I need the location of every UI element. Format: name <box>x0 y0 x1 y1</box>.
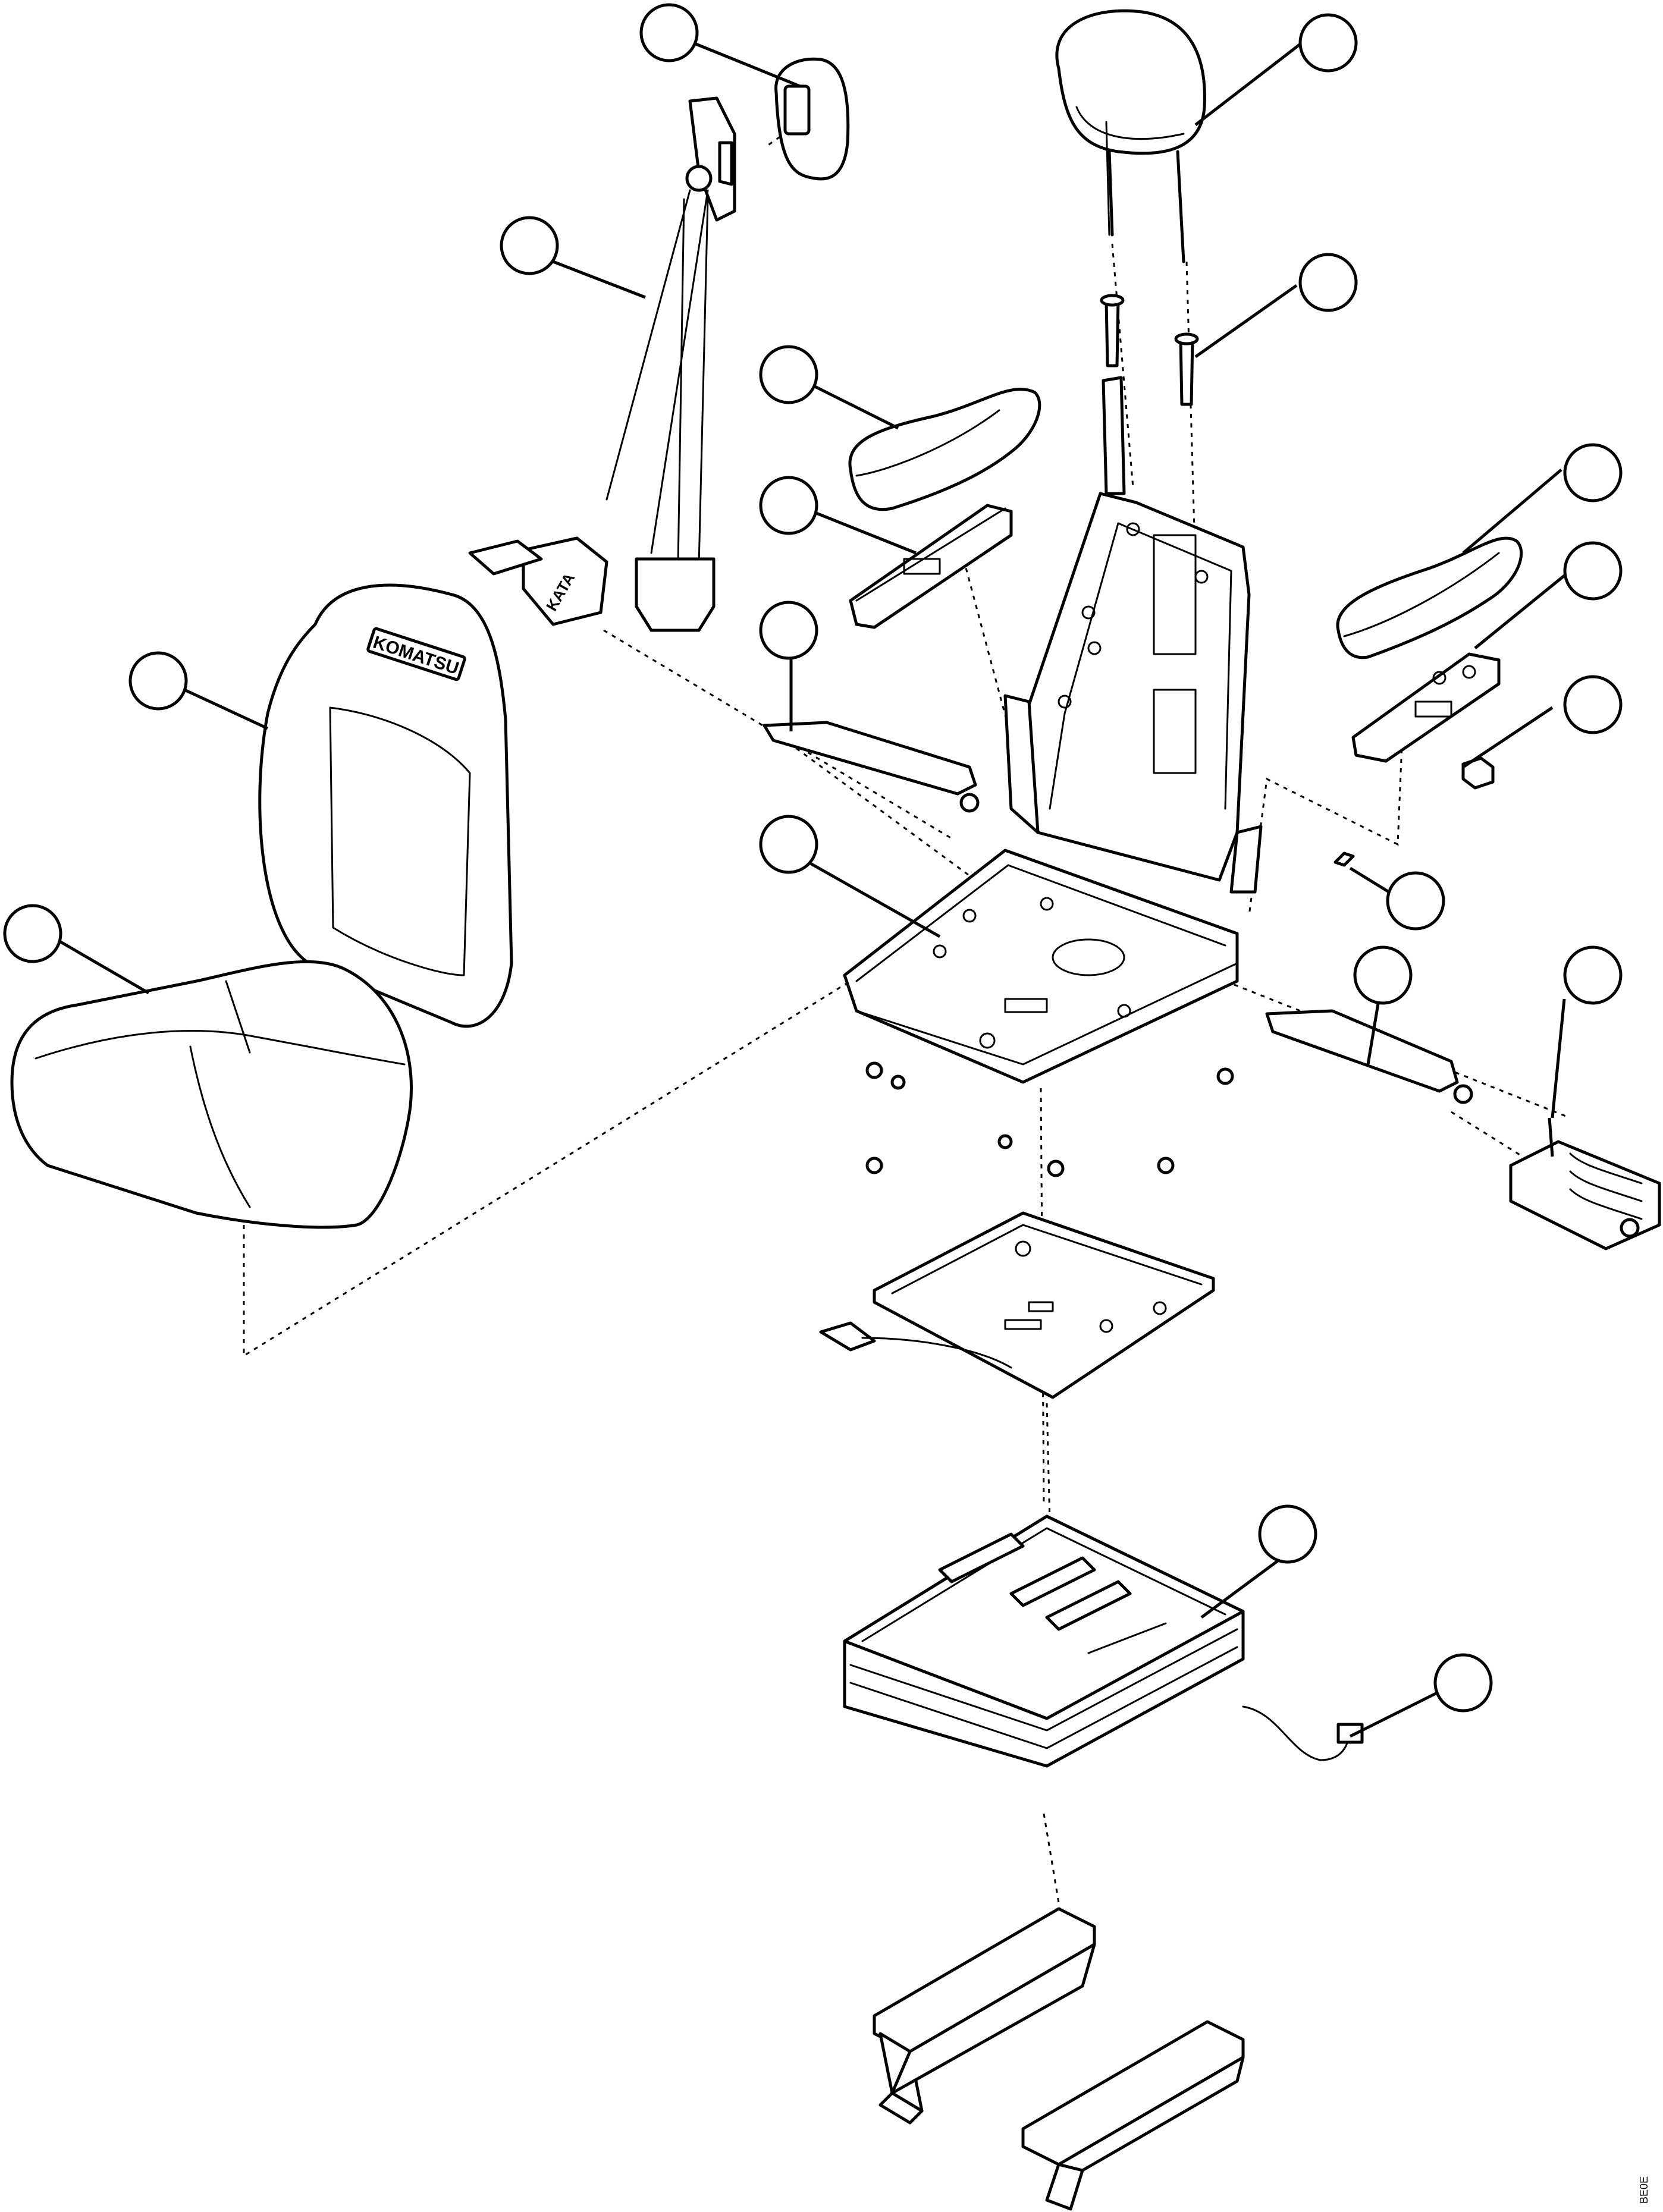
callout-circle <box>1563 945 1623 1005</box>
backrest-frame <box>1003 376 1263 894</box>
armrest-base-left <box>849 504 1013 629</box>
callout-circle <box>3 904 62 963</box>
callout-circle <box>639 3 699 62</box>
callout-circle <box>1433 1653 1493 1713</box>
seat-pan-frame <box>843 849 1239 1084</box>
mounting-bracket-left <box>873 1907 1096 2125</box>
headrest-guide-sleeves <box>1100 294 1199 406</box>
callout-circle <box>759 815 818 874</box>
callout-circle <box>1298 13 1358 73</box>
switch <box>1461 756 1495 790</box>
callout-circle <box>759 345 818 404</box>
callout-circle <box>759 476 818 535</box>
spring-unit <box>1509 1117 1661 1250</box>
small-clip <box>1333 852 1355 867</box>
callout-circle <box>1563 541 1623 601</box>
callouts <box>3 3 1623 1713</box>
seat-back-cushion: KOMATSU <box>258 583 513 1028</box>
mounting-plate <box>873 1211 1215 1399</box>
callout-circle <box>128 651 188 711</box>
callout-circle <box>1298 253 1358 312</box>
callout-circle <box>1386 871 1445 931</box>
callout-circle <box>1563 443 1623 502</box>
callout-circle <box>1353 945 1413 1005</box>
suspension-unit <box>843 1515 1364 1768</box>
headrest <box>1055 9 1206 263</box>
callout-circle <box>1258 1504 1317 1564</box>
armrest-right <box>1336 536 1523 659</box>
seat-bottom-cushion <box>10 960 413 1229</box>
armrest-base-right <box>1351 652 1501 763</box>
armrest-bracket-right <box>1265 1009 1473 1104</box>
armrest-left <box>848 388 1041 511</box>
callout-circle <box>500 216 559 275</box>
callout-circle <box>759 601 818 660</box>
mounting-bracket-right <box>1021 2020 1245 2211</box>
drawing-ref: BE0E <box>1638 2176 1650 2204</box>
adjustment-lever <box>819 1321 1012 1369</box>
seat-belt-retractor <box>468 57 850 632</box>
armrest-bracket-left <box>763 721 980 813</box>
callout-circle <box>1563 675 1623 734</box>
